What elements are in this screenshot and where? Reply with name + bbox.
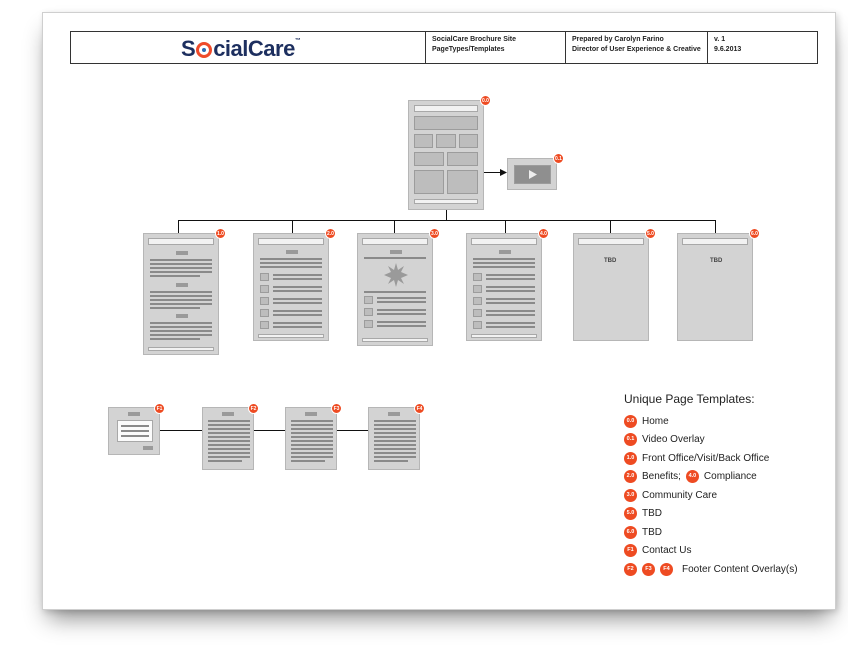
node-badge-1-0: 1.0 (215, 228, 226, 239)
connector-horizontal (178, 220, 716, 221)
connector-home-video (484, 172, 504, 173)
legend-item: 1.0 Front Office/Visit/Back Office (624, 449, 834, 468)
version: v. 1 (714, 36, 726, 43)
footer-overlay-thumbnail-f2 (202, 407, 254, 470)
tbd-label-5-0: TBD (604, 258, 617, 264)
video-overlay-thumbnail (507, 158, 557, 190)
starburst-icon (384, 263, 408, 287)
node-badge-f2: F2 (248, 403, 259, 414)
play-icon (529, 170, 537, 179)
legend-item: 2.0 Benefits; 4.0 Compliance (624, 468, 834, 487)
legend: Unique Page Templates: 0.0 Home 0.1 Vide… (624, 392, 834, 579)
home-page-thumbnail (408, 100, 484, 210)
footer-overlay-thumbnail-f4 (368, 407, 420, 470)
page-thumbnail-1-0 (143, 233, 219, 355)
page-thumbnail-5-0: TBD (573, 233, 649, 341)
connector-footer-row (160, 430, 368, 431)
page-thumbnail-4-0 (466, 233, 542, 341)
doc-type: PageTypes/Templates (432, 46, 505, 53)
node-badge-2-0: 2.0 (325, 228, 336, 239)
legend-item: 5.0 TBD (624, 505, 834, 524)
logo-o-icon (196, 42, 213, 58)
footer-overlay-thumbnail-f3 (285, 407, 337, 470)
node-badge-f4: F4 (414, 403, 425, 414)
header-site-cell: SocialCare Brochure Site PageTypes/Templ… (425, 32, 565, 63)
connector-trunk (446, 210, 447, 221)
legend-item: F1 Contact Us (624, 542, 834, 561)
node-badge-4-0: 4.0 (538, 228, 549, 239)
header-author-cell: Prepared by Carolyn Farino Director of U… (565, 32, 707, 63)
node-badge-3-0: 3.0 (429, 228, 440, 239)
legend-item: F2 F3 F4 Footer Content Overlay(s) (624, 560, 834, 579)
header-version-cell: v. 1 9.6.2013 (707, 32, 817, 63)
page-thumbnail-3-0 (357, 233, 433, 346)
node-badge-video: 0.1 (553, 153, 564, 164)
legend-item: 6.0 TBD (624, 523, 834, 542)
site-name: SocialCare Brochure Site (432, 36, 517, 43)
node-badge-f3: F3 (331, 403, 342, 414)
node-badge-f1: F1 (154, 403, 165, 414)
contact-us-thumbnail (108, 407, 160, 455)
legend-item: 3.0 Community Care (624, 486, 834, 505)
prepared-by: Prepared by Carolyn Farino (572, 36, 664, 43)
author-role: Director of User Experience & Creative (572, 46, 701, 53)
legend-item: 0.1 Video Overlay (624, 431, 834, 450)
date: 9.6.2013 (714, 46, 742, 53)
page-thumbnail-6-0: TBD (677, 233, 753, 341)
legend-item: 0.0 Home (624, 412, 834, 431)
legend-title: Unique Page Templates: (624, 392, 755, 406)
page-thumbnail-2-0 (253, 233, 329, 341)
arrow-head-icon (500, 169, 507, 176)
node-badge-home: 0.0 (480, 95, 491, 106)
node-badge-5-0: 5.0 (645, 228, 656, 239)
tbd-label-6-0: TBD (710, 258, 723, 264)
node-badge-6-0: 6.0 (749, 228, 760, 239)
